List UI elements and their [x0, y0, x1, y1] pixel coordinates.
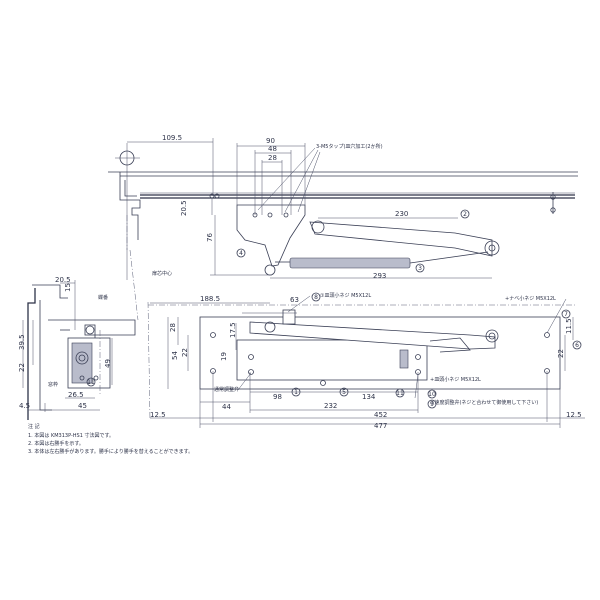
dim-19: 19	[220, 352, 228, 361]
dim-22-right: 22	[557, 349, 565, 358]
screw-top-label: ①皿頭小ネジ M5X12L	[320, 292, 371, 299]
dim-45: 45	[78, 402, 87, 410]
notes-line-2: 2. 本図は右勝手を示す。	[28, 440, 84, 447]
dim-232: 232	[324, 402, 337, 410]
dim-28: 28	[268, 154, 277, 162]
ref-9-balloon: 9	[427, 399, 437, 409]
dim-98: 98	[273, 393, 282, 401]
closer-cylinder	[289, 257, 411, 269]
main-arm	[309, 221, 493, 257]
dim-63: 63	[290, 296, 299, 304]
dim-134: 134	[362, 393, 376, 401]
side-view	[22, 280, 136, 420]
svg-text:1: 1	[294, 389, 298, 396]
dim-12-5-left: 12.5	[150, 411, 166, 419]
svg-text:3: 3	[418, 265, 422, 272]
ref-5-balloon: 5	[339, 387, 349, 397]
hinge-label: 蝶番	[98, 294, 108, 301]
ref-6-balloon: 6	[572, 340, 582, 350]
front-view	[147, 295, 585, 428]
svg-text:4: 4	[239, 250, 243, 257]
svg-text:9: 9	[430, 401, 434, 408]
ref-7-balloon: 7	[561, 309, 571, 319]
ref-1-balloon: 1	[291, 387, 301, 397]
svg-text:11: 11	[87, 379, 95, 386]
dim-15: 15	[64, 283, 72, 292]
ref-2-balloon: 2	[460, 209, 470, 219]
regulator-note: ③速度調整弁(ネジと合わせて御使用して下さい)	[430, 399, 538, 406]
dim-109-5: 109.5	[162, 134, 182, 142]
door-center-label: 扉芯中心	[152, 270, 172, 277]
notes-line-1: 1. 本図は KM313P-HS1 寸法図です。	[28, 432, 114, 439]
dim-22-side: 22	[18, 363, 26, 372]
dim-477: 477	[374, 422, 387, 430]
dim-293: 293	[373, 272, 386, 280]
svg-text:6: 6	[575, 342, 579, 349]
dim-54: 54	[171, 351, 179, 360]
dim-76: 76	[206, 233, 214, 242]
dim-22-front: 22	[181, 348, 189, 357]
shoe-bracket	[236, 204, 306, 267]
dim-26-5: 26.5	[68, 391, 84, 399]
dim-49: 49	[104, 359, 112, 368]
dim-188-5: 188.5	[200, 295, 220, 303]
dim-39-5: 39.5	[18, 334, 26, 350]
dim-28-front: 28	[169, 323, 177, 332]
dim-4-5: 4.5	[19, 402, 30, 410]
dim-90: 90	[266, 137, 275, 145]
dim-11-5: 11.5	[565, 318, 573, 334]
dim-48: 48	[268, 145, 277, 153]
svg-text:7: 7	[564, 311, 568, 318]
ref-3-balloon: 3	[415, 263, 425, 273]
dim-452: 452	[374, 411, 387, 419]
tap-note: 3-M5タップ(皿穴加工(2か所)	[316, 143, 383, 150]
svg-text:11: 11	[396, 390, 404, 397]
svg-text:2: 2	[463, 211, 467, 218]
notes-heading: 注 記	[28, 423, 40, 430]
adjust-valve-label: 通常調整弁	[214, 386, 239, 393]
dim-44: 44	[222, 403, 231, 411]
notes-line-3: 3. 本体は左右勝手があります。勝手により勝手を替えることができます。	[28, 448, 193, 455]
ref-8-balloon: 8	[311, 292, 321, 302]
ref-10-balloon: 10	[427, 389, 437, 399]
dim-12-5-right: 12.5	[566, 411, 582, 419]
plan-view	[108, 138, 578, 321]
frame-label: 窓枠	[48, 381, 58, 388]
dim-20-5-side: 20.5	[55, 276, 71, 284]
ref-side-balloon: 11	[86, 377, 96, 387]
dim-230: 230	[395, 210, 408, 218]
svg-text:5: 5	[342, 389, 346, 396]
screw-bottom-label: +皿頭小ネジ M5X12L	[430, 376, 481, 383]
screw-right-label: +ナベ小ネジ M5X12L	[505, 295, 556, 302]
svg-text:8: 8	[314, 294, 318, 301]
ref-4-balloon: 4	[236, 248, 246, 258]
ref-11-balloon: 11	[395, 388, 405, 398]
svg-text:10: 10	[428, 391, 436, 398]
dim-20-5-top: 20.5	[180, 200, 188, 216]
dim-17-5: 17.5	[229, 322, 237, 338]
